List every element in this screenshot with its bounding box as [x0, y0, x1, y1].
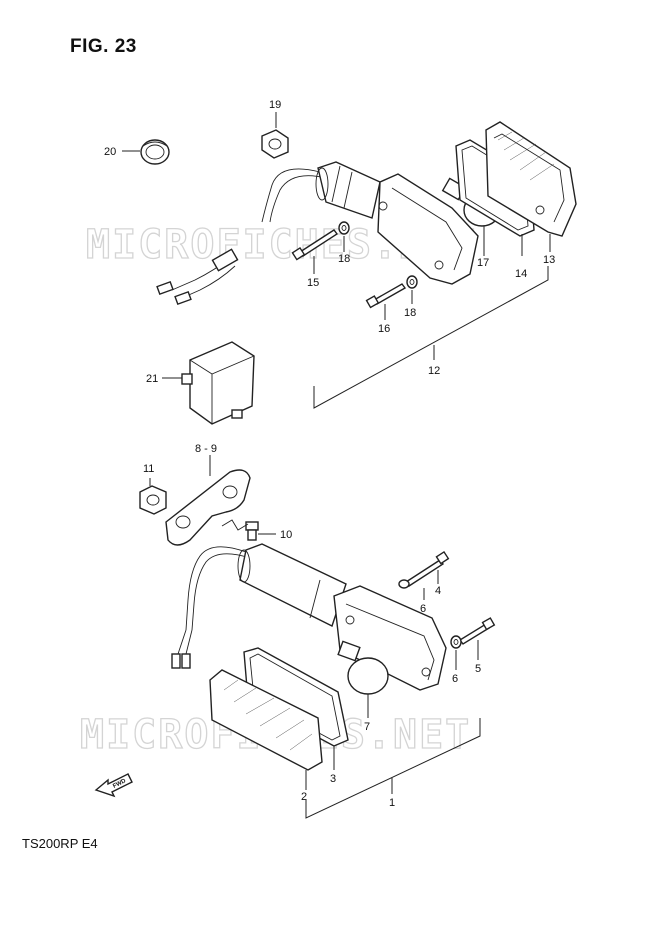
callout-20: 20 — [104, 146, 116, 158]
callout-11: 11 — [143, 463, 154, 475]
assembly-bracket-12 — [313, 266, 549, 409]
washer-part-18b — [406, 275, 418, 304]
screw-part-4 — [404, 550, 450, 587]
callout-18a: 18 — [338, 253, 350, 265]
fwd-label: FWD — [112, 778, 127, 790]
washer-part-6b — [450, 635, 462, 670]
lens-part-13 — [485, 121, 577, 252]
assembly-bracket-1 — [305, 718, 481, 819]
model-code: TS200RP E4 — [22, 836, 98, 851]
callout-6a: 6 — [420, 603, 426, 615]
callout-1: 1 — [389, 797, 395, 809]
callout-18b: 18 — [404, 307, 416, 319]
callout-6b: 6 — [452, 673, 458, 685]
callout-7: 7 — [364, 721, 370, 733]
screw-part-10 — [245, 521, 276, 541]
screw-part-15 — [291, 229, 339, 274]
callout-5: 5 — [475, 663, 481, 675]
lamp-body-upper — [377, 173, 479, 285]
callout-8-9: 8 - 9 — [195, 443, 217, 455]
nut-part-11 — [139, 478, 167, 515]
callout-16: 16 — [378, 323, 390, 335]
callout-2: 2 — [301, 791, 307, 803]
wire-harness-lower — [171, 546, 251, 669]
screw-part-5 — [458, 617, 496, 660]
callout-17: 17 — [477, 257, 489, 269]
break-line — [221, 519, 249, 531]
callout-10: 10 — [280, 529, 292, 541]
grommet-part-20 — [122, 139, 170, 165]
callout-19: 19 — [269, 99, 281, 111]
forward-arrow-icon: FWD — [94, 773, 133, 798]
callout-14: 14 — [515, 268, 527, 280]
callout-3: 3 — [330, 773, 336, 785]
lamp-stem-lower — [237, 543, 347, 627]
washer-part-18a — [338, 221, 350, 252]
washer-part-6a — [398, 579, 425, 600]
callout-12: 12 — [428, 365, 440, 377]
nut-part-19 — [261, 112, 289, 159]
relay-part-21 — [162, 341, 255, 425]
wire-harness-upper — [156, 168, 327, 306]
figure-title: FIG. 23 — [70, 36, 137, 57]
callout-21: 21 — [146, 373, 158, 385]
callout-4: 4 — [435, 585, 441, 597]
plate-part-8-9 — [165, 455, 251, 546]
callout-15: 15 — [307, 277, 319, 289]
screw-part-16 — [365, 283, 407, 320]
bulb-part-7 — [337, 640, 389, 718]
lens-part-2 — [209, 669, 323, 790]
lamp-stem-upper — [315, 161, 381, 219]
callout-13: 13 — [543, 254, 555, 266]
